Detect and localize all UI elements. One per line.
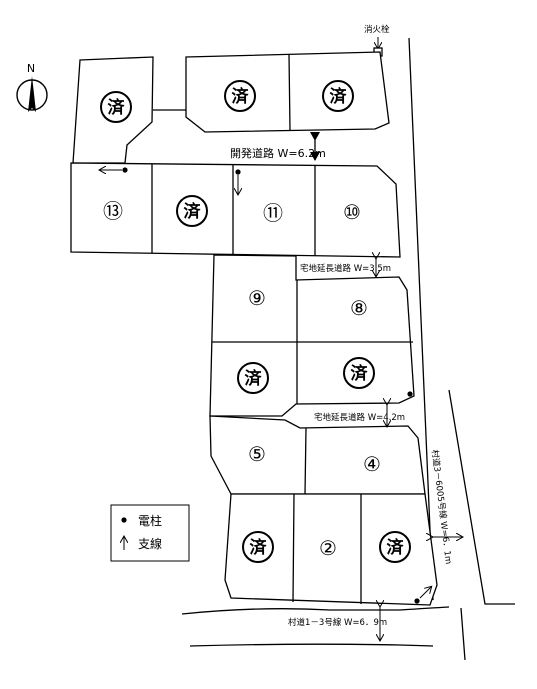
- compass: N: [16, 62, 48, 112]
- sold-mark-ring: [100, 91, 132, 123]
- lot-number-text: ⑬: [103, 199, 123, 223]
- lot-number-label: ⑨: [248, 286, 266, 310]
- sold-lot-mark: 済: [237, 362, 269, 394]
- sold-lot-mark: 済: [322, 80, 354, 112]
- lot-number-label: ②: [319, 536, 337, 560]
- sold-lot-mark: 済: [224, 80, 256, 112]
- sold-mark-ring: [176, 195, 208, 227]
- village-road-bottom: [181, 606, 450, 647]
- sold-lot-mark: 済: [343, 357, 375, 389]
- sold-lot-mark: 済: [176, 195, 208, 227]
- sold-lot-mark: 済: [242, 531, 274, 563]
- fire-hydrant: 消火栓: [364, 24, 390, 57]
- sold-mark-text: 済: [351, 363, 369, 384]
- extension-road-lower: 宅地延長道路 W=4.2m: [314, 404, 405, 426]
- utility-poles: [100, 167, 431, 604]
- sold-mark-text: 済: [330, 86, 348, 107]
- sold-mark-ring: [379, 531, 411, 563]
- extension-road-upper-label: 宅地延長道路 W=3.5m: [300, 263, 391, 274]
- lot-bottom-row: [224, 493, 438, 606]
- lot-number-label: ⑪: [263, 201, 283, 225]
- sold-mark-ring: [242, 531, 274, 563]
- sold-mark-ring: [322, 80, 354, 112]
- lot-number-label: ⑧: [350, 296, 368, 320]
- sold-mark-text: 済: [250, 537, 268, 558]
- sold-mark-text: 済: [184, 201, 202, 222]
- legend-branch-label: 支線: [138, 536, 162, 551]
- legend-box: [110, 504, 190, 562]
- lot-number-text: ⑨: [248, 286, 266, 310]
- utility-pole-icon: [235, 169, 241, 175]
- compass-needle-icon: [28, 76, 36, 112]
- sold-mark-text: 済: [245, 368, 263, 389]
- lot-number-label: ④: [363, 452, 381, 476]
- lot-number-text: ⑧: [350, 296, 368, 320]
- lot-block-9-8: [209, 254, 415, 417]
- village-road-right-label: 村道3－6005号線 W=6．1m: [429, 449, 454, 565]
- hydrant-label: 消火栓: [364, 24, 390, 35]
- lot-number-label: ⑬: [103, 199, 123, 223]
- lot-number-text: ②: [319, 536, 337, 560]
- compass-north-label: N: [27, 62, 35, 75]
- lot-number-text: ④: [363, 452, 381, 476]
- utility-pole-icon: [122, 167, 128, 173]
- legend: 電柱 支線: [110, 504, 190, 562]
- village-road-right: [408, 37, 515, 661]
- sold-mark-ring: [343, 357, 375, 389]
- sold-lot-mark: 済: [100, 91, 132, 123]
- lot-number-text: ⑤: [248, 442, 266, 466]
- lot-middle-row: [70, 162, 401, 258]
- sold-mark-ring: [237, 362, 269, 394]
- village-road-bottom-label: 村道1－3号線 W=6．9m: [288, 617, 387, 628]
- development-road-label: 開発道路 W=6.2m: [230, 146, 326, 160]
- lot-number-text: ⑪: [263, 201, 283, 225]
- sold-mark-text: 済: [232, 86, 250, 107]
- legend-pole-icon: [121, 517, 127, 523]
- sold-mark-text: 済: [108, 97, 126, 118]
- sold-lot-mark: 済: [379, 531, 411, 563]
- extension-road-lower-label: 宅地延長道路 W=4.2m: [314, 412, 405, 423]
- lot-number-text: ⑩: [343, 200, 361, 224]
- lot-number-label: ⑤: [248, 442, 266, 466]
- development-road: 開発道路 W=6.2m: [230, 132, 326, 161]
- lot-top-block: [185, 51, 390, 133]
- village-road-right-annotation: 村道3－6005号線 W=6．1m: [429, 449, 462, 565]
- village-road-bottom-annotation: 村道1－3号線 W=6．9m: [288, 606, 387, 640]
- sold-mark-text: 済: [387, 537, 405, 558]
- legend-pole-label: 電柱: [138, 513, 162, 528]
- lot-block-5-4: [209, 415, 426, 495]
- utility-pole-icon: [414, 598, 420, 604]
- sold-mark-ring: [224, 80, 256, 112]
- extension-road-upper: 宅地延長道路 W=3.5m: [300, 258, 391, 276]
- lot-number-label: ⑩: [343, 200, 361, 224]
- utility-pole-icon: [407, 391, 413, 397]
